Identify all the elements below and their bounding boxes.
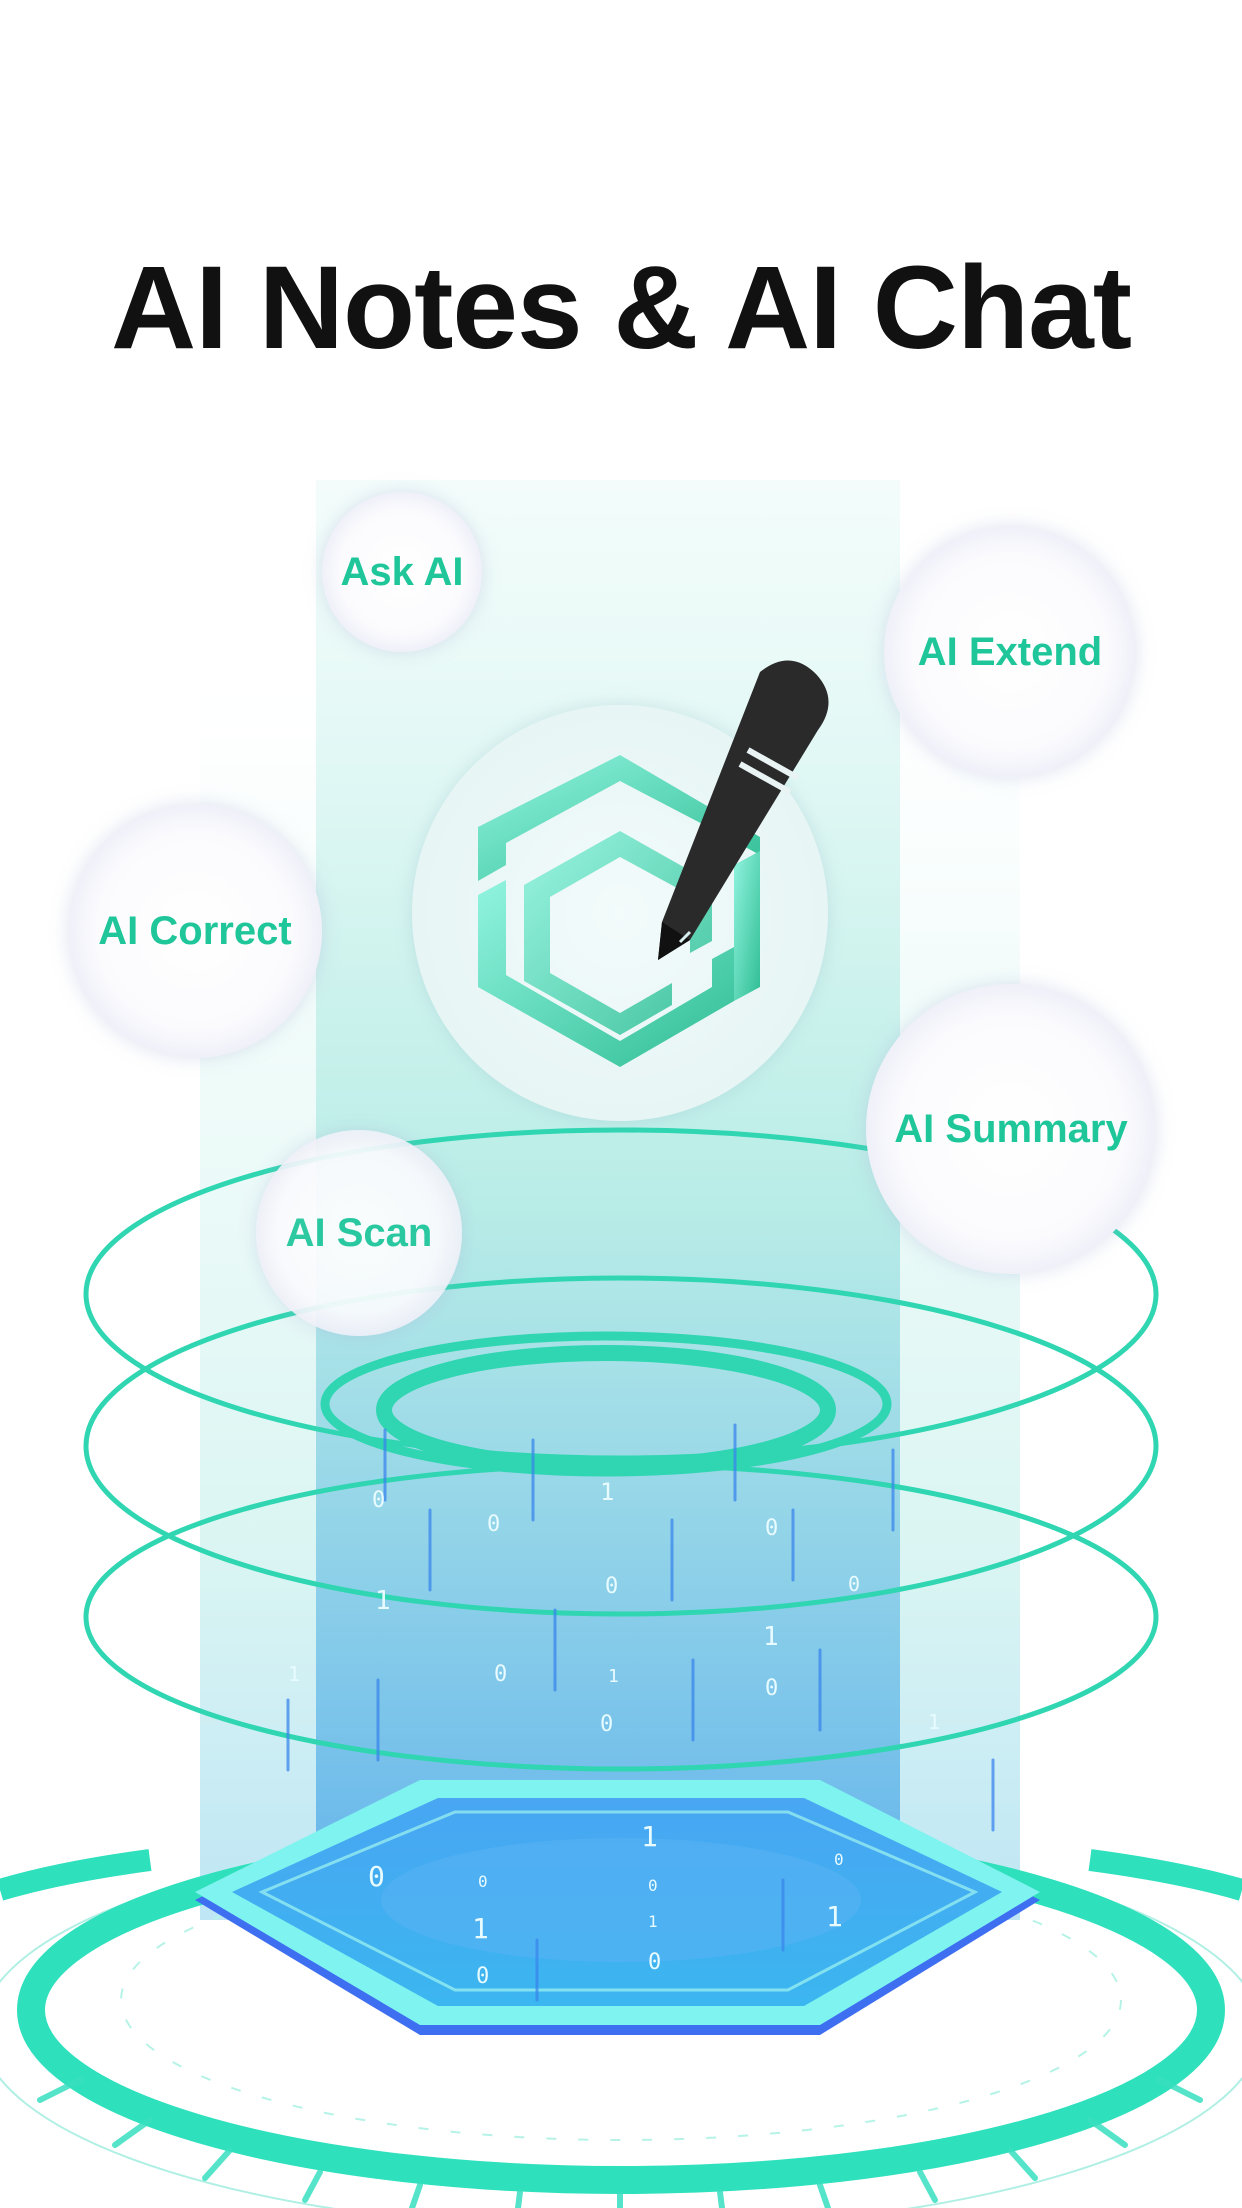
pen-icon [658, 660, 829, 960]
binary-digit: 0 [834, 1850, 844, 1869]
binary-digit: 1 [600, 1478, 615, 1506]
binary-digit: 1 [928, 1710, 941, 1734]
binary-digit: 0 [494, 1662, 508, 1687]
binary-digit: 0 [765, 1516, 779, 1541]
bubble-ask-ai[interactable]: Ask AI [322, 492, 482, 652]
binary-digit: 1 [641, 1820, 658, 1853]
binary-digit: 0 [848, 1572, 861, 1596]
binary-digit: 0 [648, 1876, 658, 1895]
ai-extend-label: AI Extend [917, 629, 1103, 674]
binary-digit: 1 [472, 1912, 489, 1945]
data-streaks [286, 1423, 995, 2002]
binary-digit: 0 [368, 1860, 385, 1893]
bubble-ai-scan[interactable]: AI Scan [256, 1130, 462, 1336]
bubble-ai-correct[interactable]: AI Correct [68, 804, 322, 1058]
binary-digit: 1 [375, 1586, 391, 1616]
binary-digit: 0 [605, 1574, 619, 1599]
binary-digit: 1 [826, 1900, 843, 1933]
binary-digit: 1 [288, 1662, 301, 1686]
binary-digit: 0 [600, 1712, 614, 1737]
page-title: AI Notes & AI Chat [110, 242, 1132, 375]
bubble-ai-summary[interactable]: AI Summary [866, 984, 1156, 1274]
binary-digit: 0 [372, 1488, 386, 1513]
binary-digit: 0 [478, 1872, 488, 1891]
binary-digit: 1 [608, 1666, 619, 1687]
hexagon-platform [195, 1780, 1040, 2035]
binary-digit: 0 [765, 1676, 779, 1701]
bubble-ai-extend[interactable]: AI Extend [884, 526, 1136, 778]
binary-digit: 1 [763, 1622, 779, 1652]
ai-scan-label: AI Scan [285, 1210, 433, 1255]
binary-digit: 0 [487, 1512, 501, 1537]
hologram-rings [83, 1127, 1159, 1772]
ai-summary-label: AI Summary [894, 1106, 1128, 1151]
binary-digit: 0 [648, 1950, 662, 1975]
binary-digit: 0 [476, 1964, 490, 1989]
ask-ai-label: Ask AI [340, 549, 464, 594]
ai-correct-label: AI Correct [98, 908, 292, 953]
binary-digit: 1 [648, 1912, 658, 1931]
